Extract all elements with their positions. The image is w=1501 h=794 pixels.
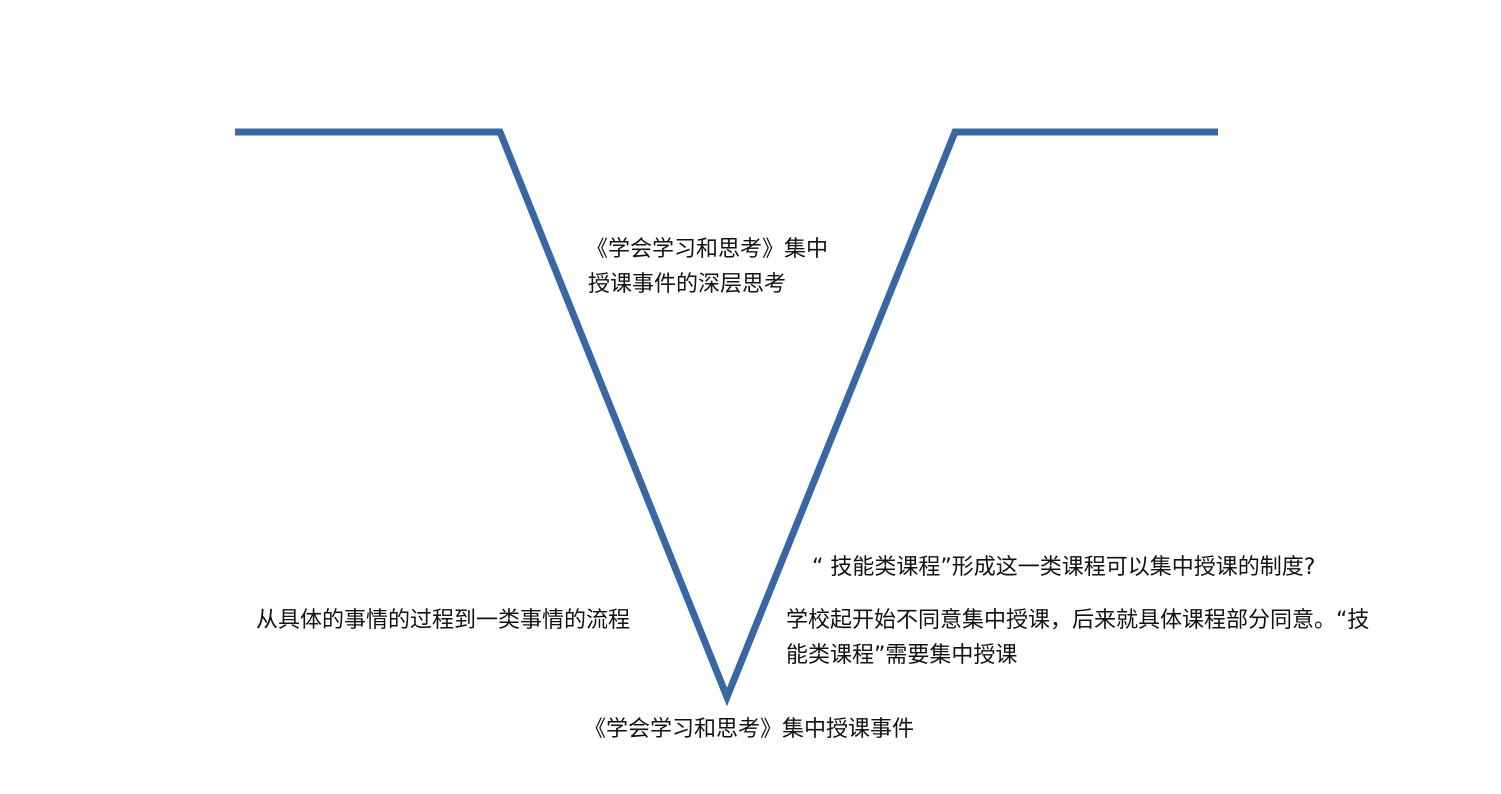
center-top-label-line2: 授课事件的深层思考 — [588, 272, 787, 297]
right-middle-label-line2: 能类课程”需要集中授课 — [786, 643, 1018, 668]
right-question-label: “ 技能类课程”形成这一类课程可以集中授课的制度? — [812, 555, 1316, 580]
v-shape-line — [235, 128, 1218, 707]
left-middle-label: 从具体的事情的过程到一类事情的流程 — [256, 608, 631, 633]
right-middle-label-line1: 学校起开始不同意集中授课，后来就具体课程部分同意。“技 — [786, 608, 1370, 633]
bottom-label: 《学会学习和思考》集中授课事件 — [584, 717, 915, 742]
center-top-label-line1: 《学会学习和思考》集中 — [586, 237, 829, 262]
